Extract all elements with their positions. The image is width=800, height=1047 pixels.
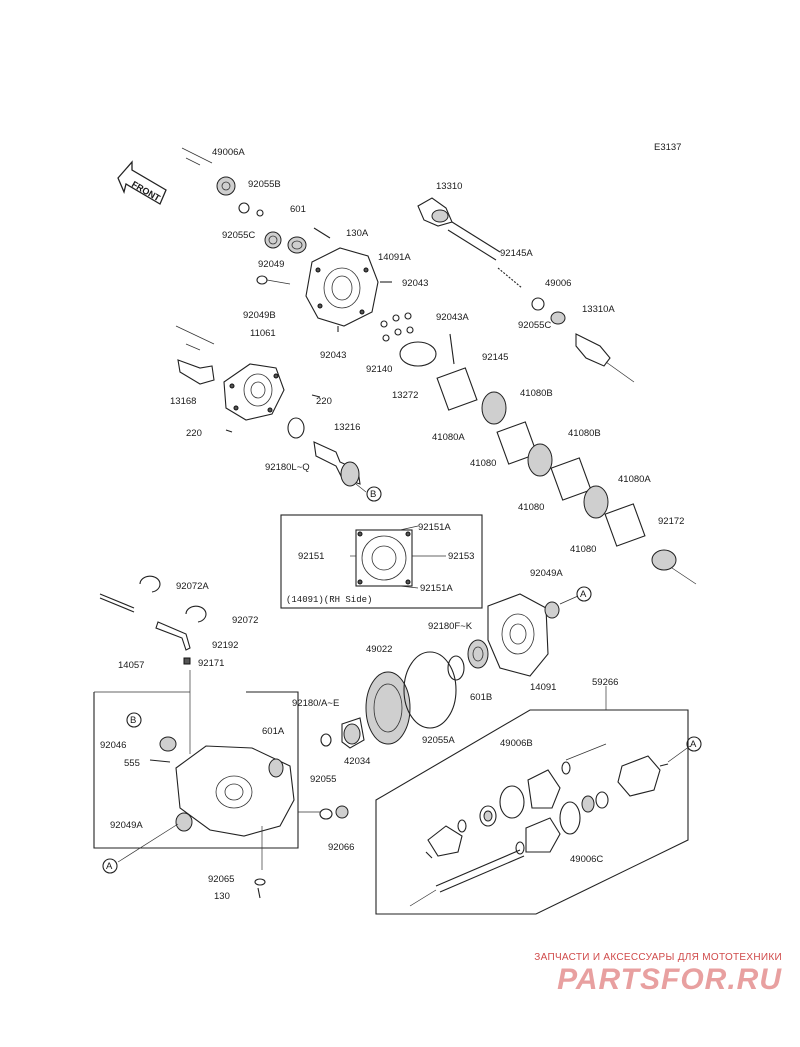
label-49006c: 49006C — [570, 854, 603, 865]
label-92055a: 92055A — [422, 735, 455, 746]
label-92151a-bottom: 92151A — [420, 583, 453, 594]
callout-a-lower-left-text: A — [106, 861, 113, 872]
callout-a-right-text: A — [690, 739, 697, 750]
callout-a-middle: A — [576, 586, 592, 602]
label-92172: 92172 — [658, 516, 684, 527]
label-92066: 92066 — [328, 842, 354, 853]
clutch-pack-group — [380, 312, 697, 585]
ring-gear-group — [298, 593, 579, 820]
label-92049: 92049 — [258, 259, 284, 270]
label-92140: 92140 — [366, 364, 392, 375]
watermark-logo: PARTSFOR.RU — [557, 963, 782, 996]
label-13310a: 13310A — [582, 304, 615, 315]
label-41080-1: 41080 — [470, 458, 496, 469]
callout-a-right: A — [686, 736, 702, 752]
label-92145: 92145 — [482, 352, 508, 363]
label-601: 601 — [290, 204, 306, 215]
lower-case-group — [93, 575, 299, 899]
diagram-code: E3137 — [654, 142, 681, 153]
label-13216: 13216 — [334, 422, 360, 433]
label-92055c-top: 92055C — [222, 230, 255, 241]
label-92055c-right: 92055C — [518, 320, 551, 331]
label-92153: 92153 — [448, 551, 474, 562]
label-92151a-top: 92151A — [418, 522, 451, 533]
callout-a-middle-text: A — [580, 589, 587, 600]
label-41080b-2: 41080B — [568, 428, 601, 439]
label-41080-3: 41080 — [570, 544, 596, 555]
label-41080-2: 41080 — [518, 502, 544, 513]
label-14057: 14057 — [118, 660, 144, 671]
drive-shaft-box — [375, 686, 691, 915]
front-arrow: FRONT — [117, 160, 167, 205]
label-49006: 49006 — [545, 278, 571, 289]
label-14091a: 14091A — [378, 252, 411, 263]
label-49006a: 49006A — [212, 147, 245, 158]
label-13272: 13272 — [392, 390, 418, 401]
label-130: 130 — [214, 891, 230, 902]
label-92049b: 92049B — [243, 310, 276, 321]
label-92046: 92046 — [100, 740, 126, 751]
label-14091: 14091 — [530, 682, 556, 693]
callout-a-lower-left: A — [102, 858, 118, 874]
label-92072: 92072 — [232, 615, 258, 626]
label-92072a: 92072A — [176, 581, 209, 592]
label-13310: 13310 — [436, 181, 462, 192]
label-220-left: 220 — [186, 428, 202, 439]
label-92043-bottom: 92043 — [320, 350, 346, 361]
watermark: ЗАПЧАСТИ И АКСЕССУАРЫ ДЛЯ МОТОТЕХНИКИ PA… — [462, 952, 782, 997]
label-92043-right: 92043 — [402, 278, 428, 289]
label-49006b: 49006B — [500, 738, 533, 749]
label-49022: 49022 — [366, 644, 392, 655]
label-601a: 601A — [262, 726, 285, 737]
label-41080a-2: 41080A — [618, 474, 651, 485]
label-92192: 92192 — [212, 640, 238, 651]
label-13168: 13168 — [170, 396, 196, 407]
label-92055b: 92055B — [248, 179, 281, 190]
label-92180a-e: 92180/A~E — [292, 698, 339, 709]
propeller-shaft-group — [417, 197, 635, 383]
label-92043a: 92043A — [436, 312, 469, 323]
label-220-right: 220 — [316, 396, 332, 407]
label-59266: 59266 — [592, 677, 618, 688]
watermark-tagline: ЗАПЧАСТИ И АКСЕССУАРЫ ДЛЯ МОТОТЕХНИКИ — [534, 952, 782, 963]
label-41080b-1: 41080B — [520, 388, 553, 399]
label-130a: 130A — [346, 228, 369, 239]
label-11061: 11061 — [250, 328, 276, 339]
label-601b: 601B — [470, 692, 492, 703]
label-92065: 92065 — [208, 874, 234, 885]
callout-b-upper: B — [366, 486, 382, 502]
label-92180f-k: 92180F~K — [428, 621, 473, 632]
callout-b-lower-text: B — [130, 715, 136, 726]
callout-b-lower: B — [126, 712, 142, 728]
label-92049a-left: 92049A — [110, 820, 143, 831]
label-92145a: 92145A — [500, 248, 533, 259]
cover-group — [175, 325, 367, 493]
upper-housing-group — [181, 147, 392, 332]
label-92171: 92171 — [198, 658, 224, 669]
label-41080a-1: 41080A — [432, 432, 465, 443]
callout-b-upper-text: B — [370, 489, 376, 500]
label-92055: 92055 — [310, 774, 336, 785]
label-42034: 42034 — [344, 756, 370, 767]
label-92151: 92151 — [298, 551, 324, 562]
rh-side-inset — [280, 514, 483, 609]
label-14091-rh-side: (14091)(RH Side) — [286, 595, 372, 605]
label-92180l-q: 92180L~Q — [265, 462, 310, 473]
label-555: 555 — [124, 758, 140, 769]
label-92049a-right: 92049A — [530, 568, 563, 579]
